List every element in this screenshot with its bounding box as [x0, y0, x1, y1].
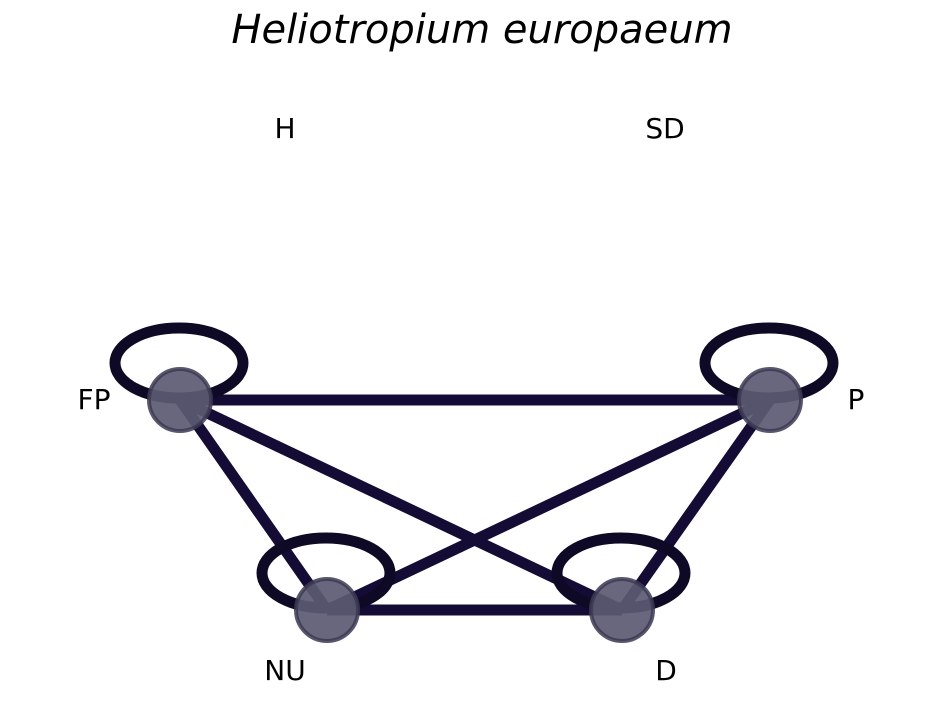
node-label-fp: FP [78, 383, 111, 416]
node-label-sd: SD [645, 112, 684, 145]
node-label-h: H [274, 112, 295, 145]
node-nu [294, 577, 360, 643]
diagram-title: Heliotropium europaeum [231, 7, 732, 53]
node-label-nu: NU [264, 654, 305, 687]
node-p [737, 367, 803, 433]
edge-fp-nu [175, 396, 332, 614]
edges-layer [175, 394, 775, 616]
edge-d-p [617, 396, 775, 614]
node-label-p: P [848, 383, 865, 416]
node-d [589, 577, 655, 643]
nodes-layer [147, 367, 803, 643]
node-labels-layer: H SD FP P NU D [78, 112, 865, 687]
node-label-d: D [655, 654, 677, 687]
edge-nu-p [324, 395, 773, 615]
edge-fp-d [177, 395, 625, 615]
node-fp [147, 367, 213, 433]
